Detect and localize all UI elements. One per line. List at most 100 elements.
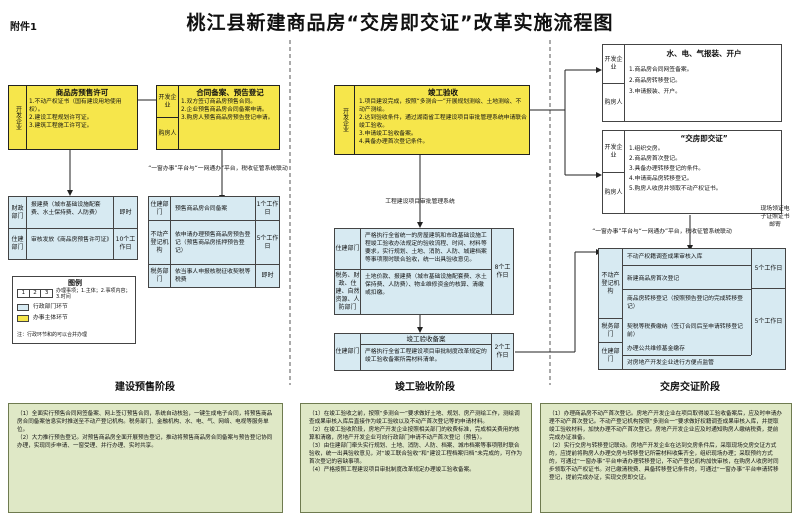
time-limit: 8个工作日 [491,229,513,314]
item-list: 1.项目建设完成，按照“多测合一”开展规划测绘、土地测绘、不动产测绘。 2.达到验… [359,98,527,146]
list-item: 1.项目建设完成，按照“多测合一”开展规划测绘、土地测绘、不动产测绘。 [359,99,522,113]
time-limit: 1个工作日 [255,197,279,221]
dept-label: 住建部门 [335,334,361,370]
legend-label: 行政部门环节 [33,304,68,310]
time-limit: 10个工作日 [113,229,137,259]
note-paragraph: （2）大力推行预告登记。对预售商品房全面开展预告登记，推动将预售商品房合同备案与… [17,435,273,449]
list-item: 2.商品房首次登记。 [629,156,681,162]
legend-cell: 1 [17,289,30,298]
applicant-label: 开发企业 [603,45,624,84]
dept-label: 住建部门 [335,229,360,270]
task-text: 办理公共维修基金缴存 [627,346,685,352]
box-title: 合同备案、预告登记 [196,88,264,97]
note-paragraph: （3）由住建部门牵头实行规划、土地、消防、人防、档案、城市档案等事项限时联合验收… [309,443,522,465]
system-label: 工程建设项目审批管理系统 [385,199,455,205]
platform-note: “一窗办事”平台与“一网通办”平台，税收征管系统联动 [592,229,732,235]
note-paragraph: （2）在竣工验收阶段，房地产开发企业按照相关部门的收费标准，完成相关费用的核算和… [309,427,520,441]
list-item: 2.企业预售商品房合同备案申请。 [181,107,268,113]
box-title: “交房即交证” [680,134,728,143]
dept-label: 税务部门 [149,265,171,287]
list-item: 2.建设工程规划许可证。 [29,115,93,121]
stage3-notes: （1）办理商品房不动产首次登记。房地产开发企业在项目取得竣工验收备案后，应及时申… [540,403,792,513]
completion-box: 开发企业 竣工验收 1.项目建设完成，按照“多测合一”开展规划测绘、土地测绘、不… [334,85,530,155]
filing-title: 竣工验收备案 [361,334,491,345]
list-item: 4.申请商品房转移登记。 [629,176,693,182]
arrow-head [67,190,73,196]
utilities-box: 开发企业 购房人 水、电、气报装、开户 1.商品房合同网签备案。2.商品房转移登… [602,44,782,122]
note-paragraph: （1）全面实行预售合同网签备案、网上签订预售合同，系统自动核验，一键生成电子合同… [17,411,273,433]
task-text: 商品房转移登记（按照预告登记的完成转移登记） [627,296,743,310]
task-text: 依申请办理预售商品房预告登记（预售商品房抵押预告登记） [175,232,251,254]
stage2-notes: （1）在竣工验收之前，按照“多测合一”要求做好土地、规划、房产测绘工作，测绘调查… [300,403,532,513]
filing-table: 竣工验收备案 住建部门 严格执行全省工程建设项目审批制度改革规定的竣工验收备案所… [334,333,514,371]
applicant-label: 开发企业 [9,86,27,149]
legend-note: 注：行政环节和的可以合并办理 [17,332,88,338]
item-list: 1.商品房合同网签备案。2.商品房转移登记。3.申请报装、开户。 [629,65,779,98]
item-list: 1.双方签订商品房预售合同。 2.企业预售商品房合同备案申请。 3.购房人预售商品房… [181,98,279,122]
item-list: 1.组织交房。 2.商品房首次登记。 3.具备办理转移登记的条件。 4.申请商品房转移… [629,144,779,194]
legend-swatch [17,304,29,311]
page-title: 桃江县新建商品房“交房即交证”改革实施流程图 [186,12,614,34]
task-text: 依当事人申报核税征收契税等税费 [175,269,251,283]
box-title: 水、电、气报装、开户 [666,49,742,58]
dept-label: 住建部门 [599,343,623,369]
arrow-head [417,327,423,333]
time-limit: 5个工作日 [751,249,785,289]
list-item: 3.建筑工程施工许可证。 [29,123,93,129]
applicant-label: 购房人 [604,98,623,106]
list-item: 3.申请竣工验收备案。 [359,131,417,137]
platform-note: “一窗办事”平台与“一网通办”平台，税收征管系统联动 [148,166,288,172]
arrow-head [417,222,423,228]
legend-cells: 1 2 3 [17,289,54,298]
time-limit: 5个工作日 [255,221,279,265]
time-limit: 即时 [113,197,137,229]
stage-name: 交房交证阶段 [660,382,720,393]
list-item: 3.购房人预售商品房预告登记申请。 [181,115,274,121]
task-text: 严格执行全省工程建设项目审批制度改革规定的竣工验收备案所需材料清单。 [365,349,487,363]
legend-label: 办事主体环节 [33,315,68,321]
time-limit: 2个工作日 [491,334,513,370]
handover-box: 开发企业 购房人 “交房即交证” 1.组织交房。 2.商品房首次登记。 3.具备办理… [602,130,782,214]
dept-label: 财政部门 [9,197,27,229]
dept-label: 税务部门 [599,319,623,343]
box-title: 竣工验收 [428,88,458,97]
legend-swatch [17,315,29,322]
list-item: 2.达到验收条件，通过湖南省工程建设项目审批管理系统申请联合竣工验收。 [359,115,527,129]
task-text: 新建商品房首次登记 [627,276,680,282]
note-paragraph: （1）办理商品房不动产首次登记。房地产开发企业在项目取得竣工验收备案后，应及时申… [549,411,782,441]
applicant-label: 购房人 [604,189,623,196]
stage-name: 建设预售阶段 [115,382,175,393]
task-text: 契税等税费缴纳（签订合同后至申请转移登记前） [627,324,743,338]
legend-cell: 3 [41,289,54,298]
list-item: 1.不动产权证书（国有建设用地使用权）。 [29,99,122,113]
list-item: 1.双方签订商品房预售合同。 [181,99,257,105]
item-list: 1.不动产权证书（国有建设用地使用权）。 2.建设工程规划许可证。 3.建筑工程施工… [29,98,135,130]
applicant-label: 购房人 [157,117,178,149]
stage1-dept-table: 财政部门 报建费（城市基础设施配套费、水土保持费、人防费） 即时 住建部门 审核… [8,196,138,260]
dept-label: 不动产登记机构 [599,249,623,319]
list-item: 3.申请报装、开户。 [629,89,681,95]
dept-label: 税务、财政、住建、自然资源、人防部门 [335,272,360,311]
dept-label: 住建部门 [149,197,171,221]
applicant-label: 开发企业 [158,93,177,109]
list-item: 1.商品房合同网签备案。 [629,67,693,73]
task-text: 审核发放《商品房预售许可证》 [31,237,113,243]
side-note: 现场领证电子证照证书邮寄 [760,206,790,228]
presale-permit-box: 开发企业 商品房预售许可 1.不动产权证书（国有建设用地使用权）。2.建设工程规… [8,85,138,150]
time-limit: 即时 [255,265,279,287]
task-text: 严格执行全省统一的房屋建筑和市政基础设施工程竣工验收办法规定的验收流程、时间、材… [365,233,487,263]
list-item: 5.购房人收房并领取不动产权证书。 [629,186,722,192]
note-paragraph: （2）实行交房与转移登记联动。房地产开发企业在达到交房条件后，采取现场交房交证方… [549,443,779,481]
list-item: 4.具备办理首次登记条件。 [359,139,429,145]
stage1-right-table: 住建部门 预售商品房合同备案 1个工作日 不动产登记机构 依申请办理预售商品房预… [148,196,280,288]
task-text: 土地价款、报建费（城市基础设施配套费、水土保持费、人防费）、物业维修资金的核算、… [365,274,487,296]
list-item: 3.具备办理转移登记的条件。 [629,166,705,172]
stage-name: 竣工验收阶段 [395,382,455,393]
attachment-label: 附件1 [10,22,37,33]
applicant-label: 开发企业 [335,86,355,154]
applicant-label: 开发企业 [603,131,624,173]
dept-label: 住建部门 [9,229,27,259]
list-item: 1.组织交房。 [629,146,664,152]
stage1-notes: （1）全面实行预售合同网签备案、网上签订预售合同，系统自动核验，一键生成电子合同… [8,403,283,513]
arrow-head [596,67,602,73]
